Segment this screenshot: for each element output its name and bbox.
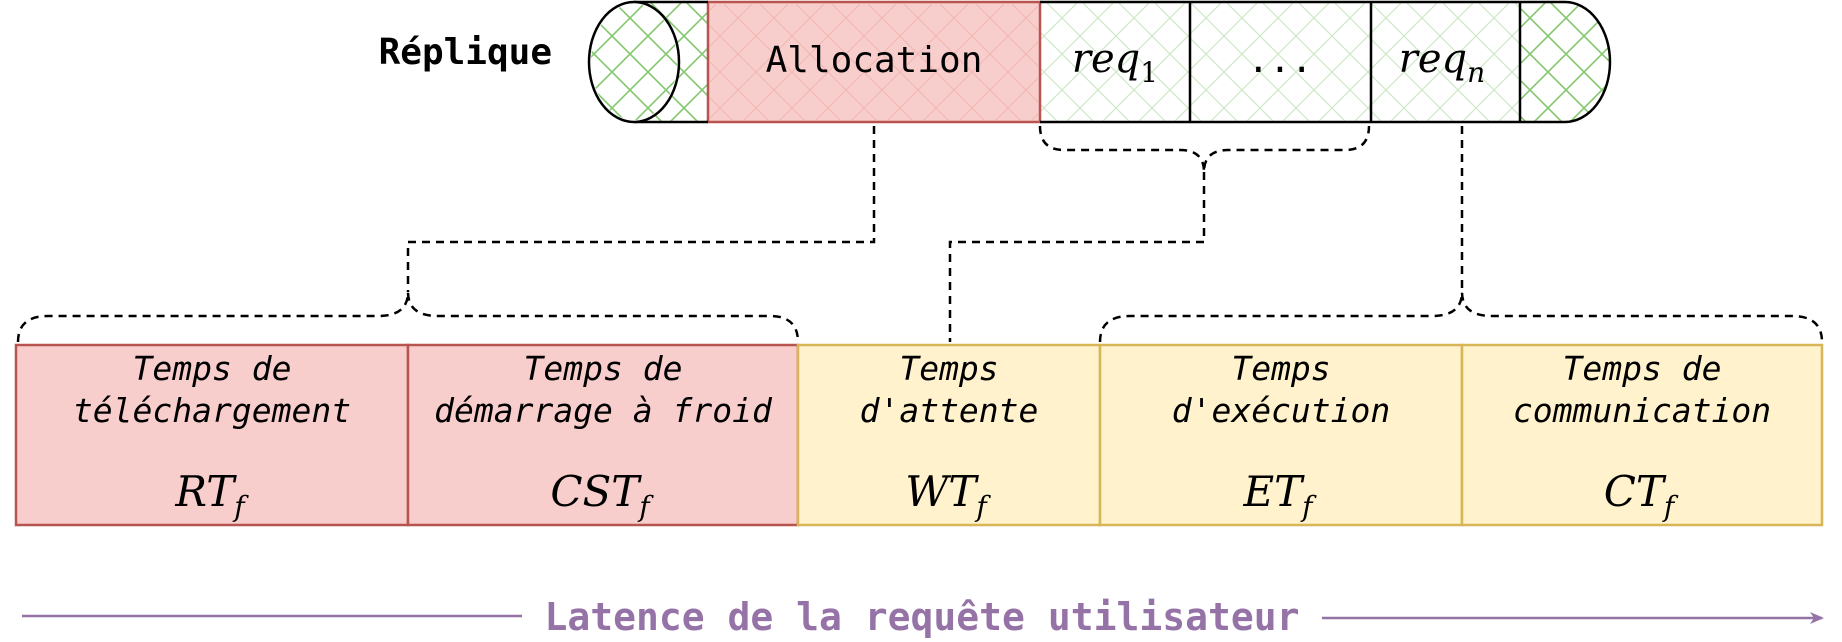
- phase-communication-symbol: CTf: [1604, 467, 1679, 523]
- phase-boxes: [14, 343, 1824, 527]
- brace-allocation: [16, 291, 800, 343]
- phase-cold-start-line1: Temps de: [524, 349, 683, 388]
- brace-execution: [1098, 291, 1824, 343]
- phase-download-line2: téléchargement: [73, 391, 351, 430]
- reqn-label: reqn: [1399, 36, 1485, 89]
- phase-waiting-line2: d'attente: [860, 391, 1039, 430]
- connector-waiting: [948, 172, 1206, 342]
- latency-label: Latence de la requête utilisateur: [545, 595, 1300, 639]
- phase-box-download: [14, 343, 410, 527]
- phase-box-communication: [1460, 343, 1824, 527]
- latency-arrow: [22, 612, 1824, 624]
- phase-communication-line2: communication: [1513, 391, 1771, 430]
- brace-requests: [1038, 125, 1371, 173]
- phase-waiting-line1: Temps: [899, 349, 998, 388]
- phase-cold-start-symbol: CSTf: [550, 467, 654, 523]
- replica-label: Réplique: [379, 32, 552, 73]
- phase-cold-start-line2: démarrage à froid: [434, 391, 773, 430]
- phase-download-line1: Temps de: [133, 349, 292, 388]
- phase-execution-line2: d'exécution: [1172, 391, 1391, 430]
- phase-execution-line1: Temps: [1231, 349, 1330, 388]
- allocation-label: Allocation: [766, 40, 983, 81]
- replica-cylinder: [587, 0, 1612, 124]
- req1-label: req1: [1072, 36, 1158, 89]
- connectors: [16, 125, 1824, 343]
- connector-allocation: [406, 126, 876, 292]
- phase-box-cold-start: [406, 343, 800, 527]
- phase-box-waiting: [796, 343, 1102, 527]
- phase-communication-line1: Temps de: [1563, 349, 1722, 388]
- ellipsis-label: ...: [1247, 40, 1312, 81]
